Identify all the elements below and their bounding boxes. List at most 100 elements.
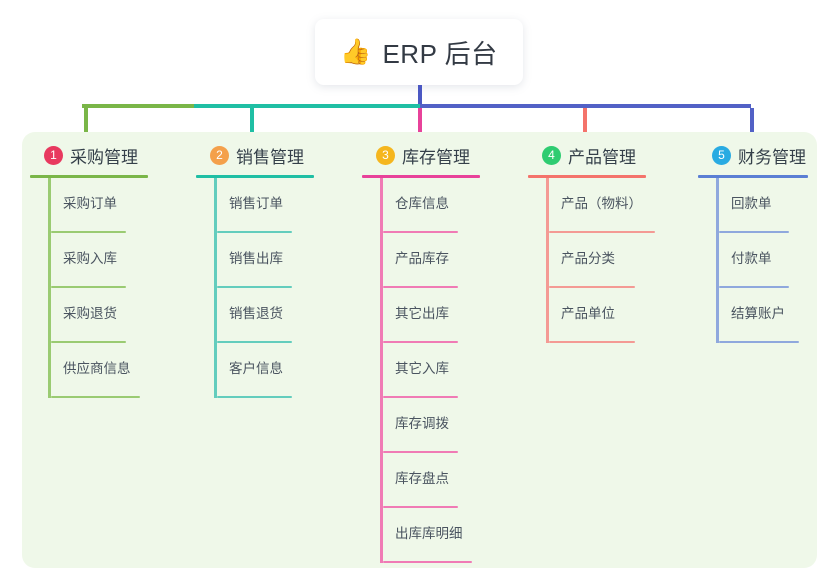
leaf-item-label: 销售出库 [229,251,283,266]
branch-column-5: 5 财务管理回款单付款单结算账户 [698,140,808,343]
leaf-item-underline [51,396,140,398]
leaf-item[interactable]: 采购订单 [30,178,148,233]
root-title: ERP 后台 [382,38,498,69]
stub-finance [750,108,754,154]
leaf-item-label: 销售退货 [229,306,283,321]
leaf-item[interactable]: 采购入库 [30,233,148,288]
branch-column-3: 3 库存管理仓库信息产品库存其它出库其它入库库存调拨库存盘点出库库明细 [362,140,480,563]
leaf-item-underline [51,341,126,343]
root-stem-connector [418,85,422,106]
stub-sales [250,108,254,154]
branch-title: 产品管理 [568,147,636,167]
branch-underline [698,175,808,178]
leaf-item[interactable]: 回款单 [698,178,808,233]
leaf-item-underline [217,341,292,343]
leaf-item-underline [383,286,458,288]
leaf-item-underline [719,231,789,233]
leaf-item-label: 供应商信息 [63,361,131,376]
branch-header-5[interactable]: 5 财务管理 [698,140,808,170]
leaf-item[interactable]: 产品分类 [528,233,646,288]
branch-title: 财务管理 [738,147,806,167]
leaf-item-underline [51,231,126,233]
branch-spine [48,178,51,398]
branch-spine [716,178,719,343]
branch-number-badge: 4 [542,145,561,165]
branch-header-3[interactable]: 3 库存管理 [362,140,480,170]
branch-header-4[interactable]: 4 产品管理 [528,140,646,170]
teal-segment [194,104,420,108]
branch-spine [546,178,549,343]
leaf-item-underline [51,286,126,288]
branch-column-4: 4 产品管理产品（物料） 产品分类产品单位 [528,140,655,343]
branch-items: 产品（物料） 产品分类产品单位 [528,178,655,343]
branch-underline [362,175,480,178]
branch-title: 采购管理 [70,147,138,167]
leaf-item-label: 库存调拨 [395,416,449,431]
branch-number-badge: 3 [376,145,395,165]
leaf-item-underline [383,231,458,233]
root-node[interactable]: 👍 ERP 后台 [315,19,523,85]
branch-title: 销售管理 [236,147,304,167]
leaf-item[interactable]: 供应商信息 [30,343,148,398]
leaf-item[interactable]: 产品库存 [362,233,480,288]
leaf-item-underline [217,286,292,288]
leaf-item[interactable]: 产品单位 [528,288,646,343]
leaf-item-underline [383,451,458,453]
branch-spine [380,178,383,563]
leaf-item-label: 产品单位 [561,306,615,321]
leaf-item[interactable]: 出库库明细 [362,508,480,563]
leaf-item-underline [383,561,472,563]
branch-items: 销售订单销售出库销售退货客户信息 [196,178,314,398]
leaf-item[interactable]: 客户信息 [196,343,314,398]
leaf-item[interactable]: 销售订单 [196,178,314,233]
leaf-item-label: 仓库信息 [395,196,449,211]
leaf-item[interactable]: 其它出库 [362,288,480,343]
leaf-item-underline [217,231,292,233]
leaf-item-underline [383,341,458,343]
branch-header-2[interactable]: 2 销售管理 [196,140,314,170]
leaf-item-underline [383,396,458,398]
leaf-item-underline [719,286,789,288]
leaf-item-label: 其它出库 [395,306,449,321]
branches-panel [22,132,817,568]
leaf-item-underline [383,506,458,508]
leaf-item-underline [549,286,635,288]
leaf-item[interactable]: 付款单 [698,233,808,288]
branch-number-badge: 5 [712,145,731,165]
leaf-item-label: 回款单 [731,196,772,211]
branch-header-1[interactable]: 1 采购管理 [30,140,148,170]
branch-items: 回款单付款单结算账户 [698,178,808,343]
leaf-item-underline [549,341,635,343]
leaf-item-label: 结算账户 [731,306,785,321]
branch-title: 库存管理 [402,147,470,167]
leaf-item-underline [719,341,799,343]
branch-underline [528,175,646,178]
branch-number-badge: 2 [210,145,229,165]
stub-product [583,108,587,154]
branch-underline [30,175,148,178]
branch-number-badge: 1 [44,145,63,165]
leaf-item[interactable]: 采购退货 [30,288,148,343]
leaf-item[interactable]: 产品（物料） [528,178,655,233]
branch-spine [214,178,217,398]
blue-segment [420,104,751,108]
leaf-item-label: 客户信息 [229,361,283,376]
leaf-item-label: 产品分类 [561,251,615,266]
leaf-item-underline [549,231,655,233]
leaf-item[interactable]: 结算账户 [698,288,808,343]
leaf-item[interactable]: 库存盘点 [362,453,480,508]
leaf-item[interactable]: 销售退货 [196,288,314,343]
leaf-item-label: 产品库存 [395,251,449,266]
leaf-item[interactable]: 其它入库 [362,343,480,398]
leaf-item-label: 产品（物料） [561,196,642,211]
leaf-item[interactable]: 仓库信息 [362,178,480,233]
leaf-item-label: 其它入库 [395,361,449,376]
stub-purchasing [84,108,88,154]
leaf-item[interactable]: 库存调拨 [362,398,480,453]
branch-items: 仓库信息产品库存其它出库其它入库库存调拨库存盘点出库库明细 [362,178,480,563]
branch-items: 采购订单采购入库采购退货供应商信息 [30,178,148,398]
leaf-item-label: 付款单 [731,251,772,266]
leaf-item[interactable]: 销售出库 [196,233,314,288]
branch-column-2: 2 销售管理销售订单销售出库销售退货客户信息 [196,140,314,398]
